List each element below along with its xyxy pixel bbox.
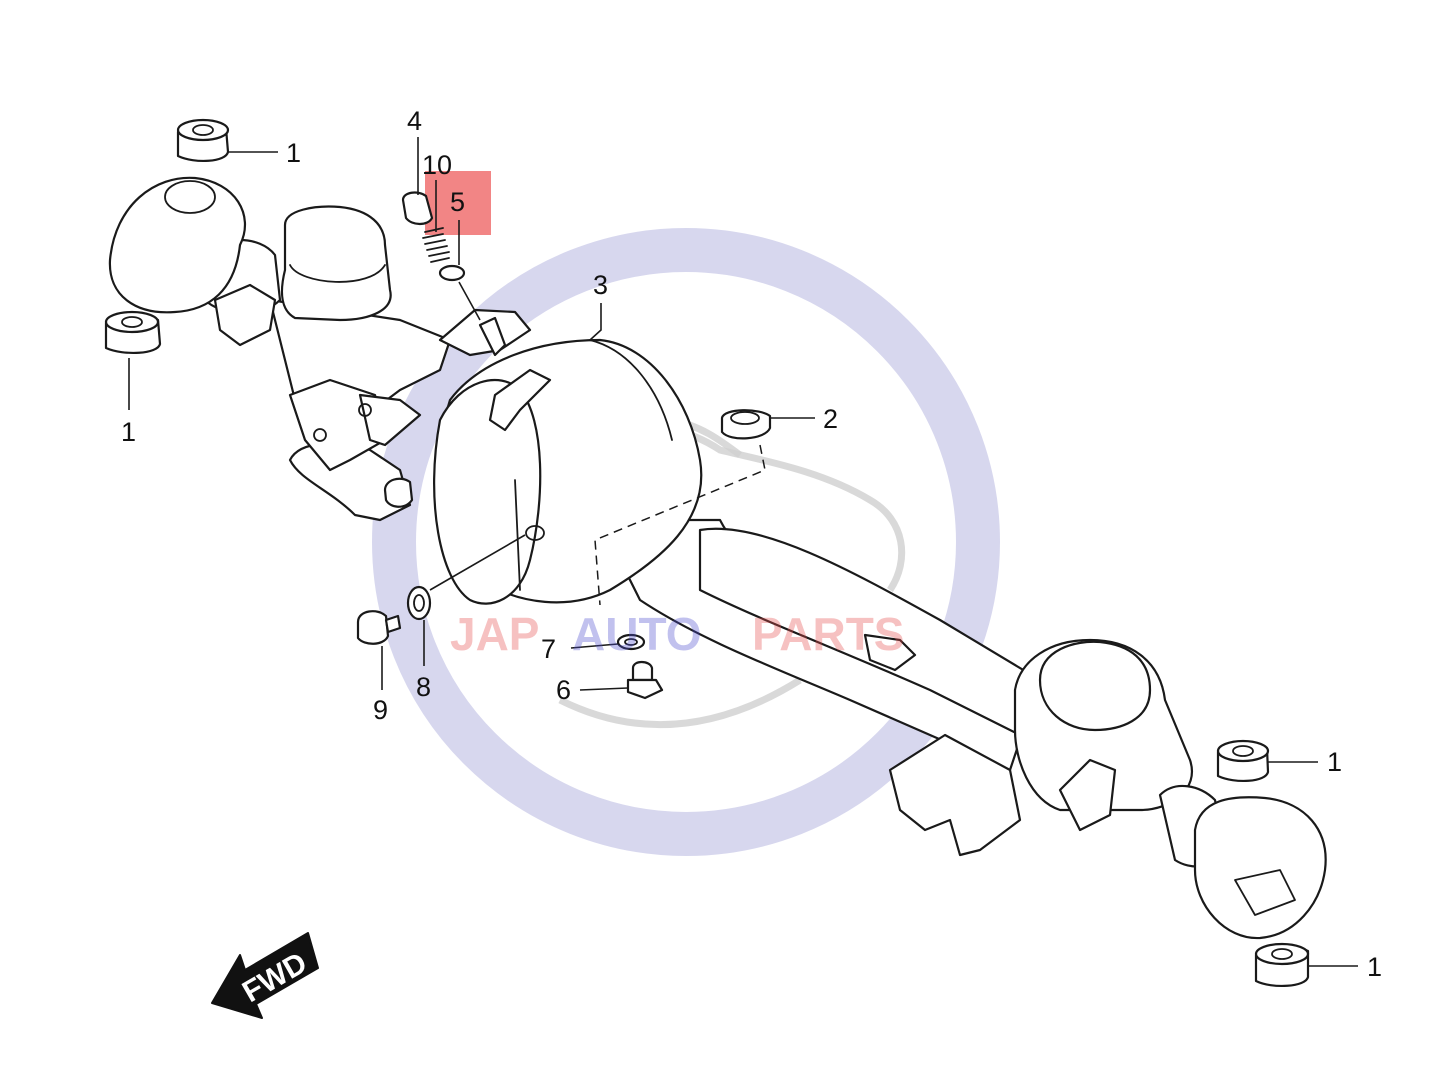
breather-nipple bbox=[478, 316, 507, 357]
callout-filler-gasket: 8 bbox=[416, 672, 431, 702]
left-cover-dome bbox=[280, 205, 392, 322]
seal-dashed-leader bbox=[594, 444, 766, 606]
callout-bearing-left: 1 bbox=[121, 417, 136, 447]
callout-breather-spring: 10 bbox=[422, 150, 452, 180]
differential-ridge bbox=[589, 339, 673, 441]
right-spring-seat bbox=[888, 733, 1022, 857]
callouts: 1 1 2 3 4 10 5 7 6 8 9 1 1 bbox=[121, 106, 1382, 982]
watermark-word-parts: PARTS bbox=[752, 608, 905, 660]
callout-drain-gasket: 7 bbox=[541, 634, 556, 664]
callout-drain-plug: 6 bbox=[556, 675, 571, 705]
right-cover-dome bbox=[1038, 640, 1152, 732]
watermark-word-jap: JAP bbox=[450, 608, 539, 660]
fwd-arrow: FWD bbox=[211, 932, 319, 1019]
watermark-ring bbox=[372, 228, 1000, 856]
callout-filler-plug: 9 bbox=[373, 695, 388, 725]
left-seat-hole bbox=[313, 428, 327, 442]
callout-breather-washer: 5 bbox=[450, 187, 465, 217]
breather-spring bbox=[422, 227, 450, 263]
callout-axle-housing: 3 bbox=[593, 270, 608, 300]
drain-plug bbox=[626, 660, 664, 700]
filler-gasket bbox=[406, 585, 432, 621]
breather-cap bbox=[401, 191, 434, 226]
watermark-word-auto: AUTO bbox=[572, 608, 702, 660]
left-stud bbox=[383, 477, 414, 508]
watermark-car-swoosh bbox=[558, 677, 802, 729]
callout-bearing-bottom-right: 1 bbox=[1367, 952, 1382, 982]
seal bbox=[720, 409, 772, 440]
left-axle-end-bore bbox=[164, 180, 216, 214]
filler-plug bbox=[356, 610, 402, 645]
callout-seal: 2 bbox=[823, 404, 838, 434]
watermark-text: JAP AUTO PARTS bbox=[450, 608, 905, 660]
left-axle-end-cup bbox=[108, 176, 246, 314]
callout-bearing-right: 1 bbox=[1327, 747, 1342, 777]
right-axle-end-cup bbox=[1193, 796, 1327, 940]
leader-lines bbox=[128, 137, 1358, 967]
left-spring-seat-plate bbox=[358, 393, 422, 447]
left-bracket bbox=[213, 283, 277, 347]
callout-bearing-top-left: 1 bbox=[286, 138, 301, 168]
filler-hole bbox=[525, 525, 545, 541]
differential-tab bbox=[488, 368, 552, 432]
bearing-bottom-right bbox=[1254, 942, 1310, 987]
drain-gasket bbox=[616, 633, 646, 651]
left-seat-hole-2 bbox=[358, 403, 372, 417]
right-axle-end-window bbox=[1234, 869, 1296, 916]
left-cover-rim bbox=[289, 264, 386, 283]
fwd-arrow-shape bbox=[211, 932, 319, 1019]
tube-bracket bbox=[863, 633, 917, 672]
breather-washer bbox=[438, 264, 466, 282]
callout-breather-cap: 4 bbox=[407, 106, 422, 136]
bearing-left bbox=[104, 310, 162, 354]
axle-housing bbox=[108, 176, 1327, 940]
differential-cover bbox=[433, 378, 542, 605]
bearing-top-left bbox=[176, 118, 230, 162]
bearing-right bbox=[1216, 739, 1270, 782]
differential-cover-line bbox=[514, 479, 521, 591]
right-bracket bbox=[1058, 758, 1117, 832]
